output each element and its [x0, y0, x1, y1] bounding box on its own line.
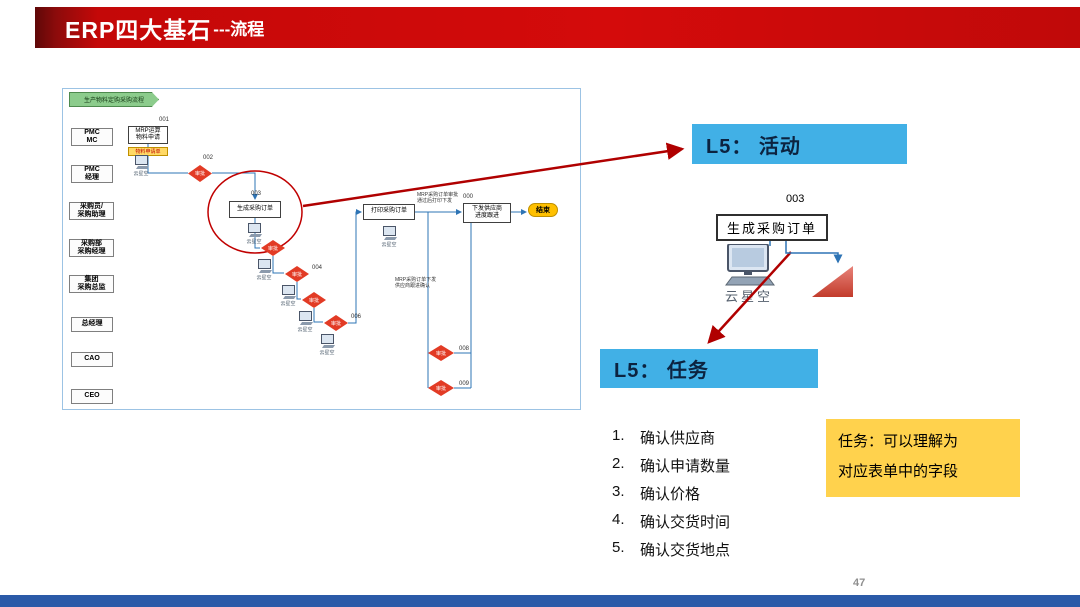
decision-approve-4: 审批 — [324, 315, 348, 331]
flow-connectors — [147, 144, 527, 389]
task-note-box: 任务：可以理解为 对应表单中的字段 — [826, 419, 1020, 497]
computer-icon — [247, 223, 261, 237]
node-generate-po: 生成采购订单 — [229, 201, 281, 218]
l5-task-banner: L5： 任务 — [600, 349, 818, 388]
computer-icon-large — [725, 244, 775, 286]
flag-triangle-icon — [812, 266, 853, 297]
decision-009: 审批 — [428, 380, 454, 396]
task-item: 5. 确认交货地点 — [612, 539, 832, 560]
computer-icon — [134, 155, 148, 169]
cloud-system-label: 云星空 — [133, 171, 149, 177]
task-item: 2. 确认申请数量 — [612, 455, 832, 476]
decision-002: 审批 — [188, 165, 212, 182]
task-number: 4. — [612, 511, 625, 528]
task-number: 2. — [612, 455, 625, 472]
highlight-circle — [207, 170, 303, 254]
computer-icon — [298, 311, 312, 325]
task-item: 1. 确认供应商 — [612, 427, 832, 448]
blue-elbow-connector — [785, 241, 843, 264]
node-code-009: 009 — [459, 381, 470, 387]
page-title: ERP四大基石 — [65, 16, 212, 43]
task-note-line2: 对应表单中的字段 — [838, 463, 959, 480]
task-text: 确认价格 — [640, 486, 701, 503]
task-number: 5. — [612, 539, 625, 556]
l5-task-label: L5： 任务 — [614, 360, 709, 382]
task-list: 1. 确认供应商 2. 确认申请数量 3. 确认价格 4. 确认交货时间 5. … — [612, 427, 832, 567]
task-item: 4. 确认交货时间 — [612, 511, 832, 532]
role-group-director: 集团 采购总监 — [69, 275, 114, 293]
computer-icon — [320, 334, 334, 348]
slide-header: ERP四大基石 ---流程 — [35, 7, 1080, 48]
cloud-system-label: 云星空 — [319, 350, 335, 356]
node-code-003: 003 — [251, 191, 262, 197]
task-text: 确认申请数量 — [640, 458, 731, 475]
role-buyer: 采购员/ 采购助理 — [69, 202, 114, 220]
role-gm: 总经理 — [71, 317, 113, 332]
flow-end: 结束 — [528, 203, 558, 217]
task-text: 确认交货时间 — [640, 514, 731, 531]
role-pmc-mc: PMC MC — [71, 128, 113, 146]
node-dispatch-supplier: 下发供应商 进度跟进 — [463, 203, 511, 223]
node-code-002: 002 — [203, 155, 214, 161]
task-number: 1. — [612, 427, 625, 444]
computer-icon — [257, 259, 271, 273]
flow-start-banner: 生产物料定购采购流程 — [69, 92, 159, 107]
detail-generate-po-box: 生成采购订单 — [716, 214, 828, 241]
detail-code-003: 003 — [786, 193, 805, 205]
footer-bar — [0, 595, 1080, 607]
flowchart-panel: 生产物料定购采购流程 PMC MC PMC 经理 采购员/ 采购助理 采购部 采… — [62, 88, 581, 410]
node-code-000: 000 — [463, 194, 474, 200]
role-purchase-manager: 采购部 采购经理 — [69, 239, 114, 257]
node-code-008: 008 — [459, 346, 470, 352]
task-number: 3. — [612, 483, 625, 500]
cloud-system-label: 云星空 — [381, 242, 397, 248]
cloud-system-label: 云星空 — [280, 301, 296, 307]
computer-icon — [382, 226, 396, 240]
detail-cloud-label: 云星空 — [724, 289, 773, 304]
task-note-line1: 任务：可以理解为 — [838, 433, 959, 450]
node-mrp-request: MRP运算 物料申请 — [128, 126, 168, 144]
page-number: 47 — [853, 577, 866, 589]
role-pmc-manager: PMC 经理 — [71, 165, 113, 183]
task-item: 3. 确认价格 — [612, 483, 832, 504]
node-material-doc: 物料申请单 — [128, 147, 168, 156]
task-text: 确认交货地点 — [640, 542, 731, 559]
cloud-system-label: 云星空 — [256, 275, 272, 281]
decision-008: 审批 — [428, 345, 454, 361]
node-code-001: 001 — [159, 117, 170, 123]
cloud-system-label: 云星空 — [297, 327, 313, 333]
task-text: 确认供应商 — [640, 430, 716, 447]
flow-annotation-b: MRP采购订单下发 供应商跟进确认 — [395, 277, 437, 290]
cloud-system-label: 云星空 — [246, 239, 262, 245]
page-title-suffix: ---流程 — [213, 20, 265, 39]
decision-approve-2: 审批 — [285, 266, 309, 282]
computer-icon — [281, 285, 295, 299]
decision-approve-1: 审批 — [261, 240, 285, 256]
l5-activity-banner: L5： 活动 — [692, 124, 907, 164]
node-code-004: 004 — [312, 265, 323, 271]
role-ceo: CEO — [71, 389, 113, 404]
node-code-006: 006 — [351, 314, 362, 320]
decision-approve-3: 审批 — [302, 292, 326, 308]
l5-activity-label: L5： 活动 — [706, 135, 801, 158]
node-print-po: 打印采购订单 — [363, 204, 415, 220]
role-cao: CAO — [71, 352, 113, 367]
